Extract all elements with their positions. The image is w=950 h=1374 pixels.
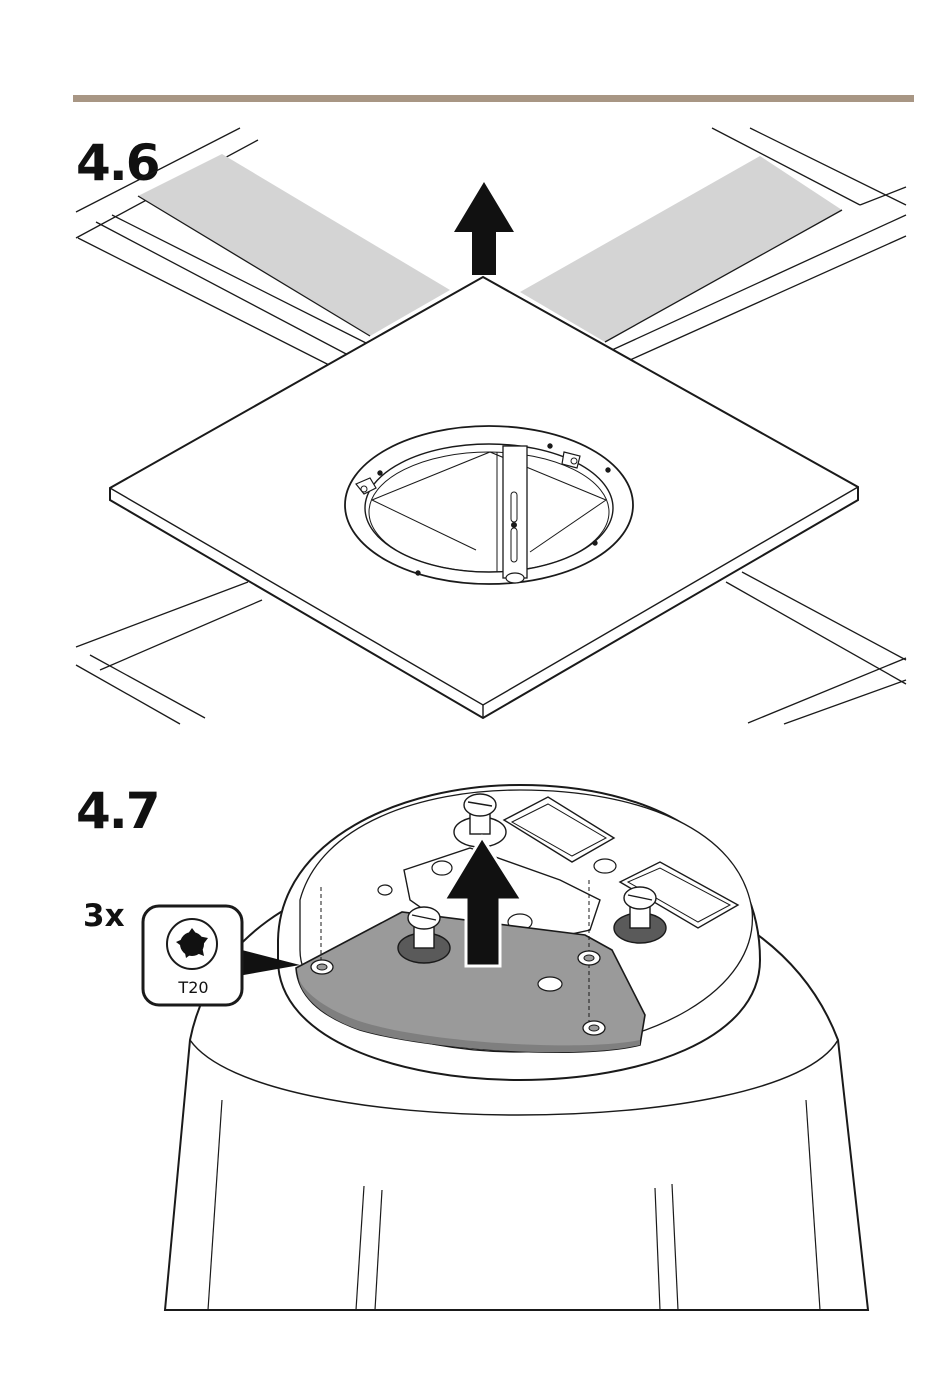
- mounting-ring: [345, 426, 633, 584]
- up-arrow-icon: [454, 182, 514, 275]
- ceiling-opening-right: [520, 156, 842, 342]
- torx-icon: [167, 919, 217, 969]
- tool-label: T20: [145, 980, 242, 996]
- tool-quantity: 3x: [83, 901, 125, 932]
- ceiling-opening-left: [138, 154, 450, 336]
- plate-hole: [538, 977, 562, 991]
